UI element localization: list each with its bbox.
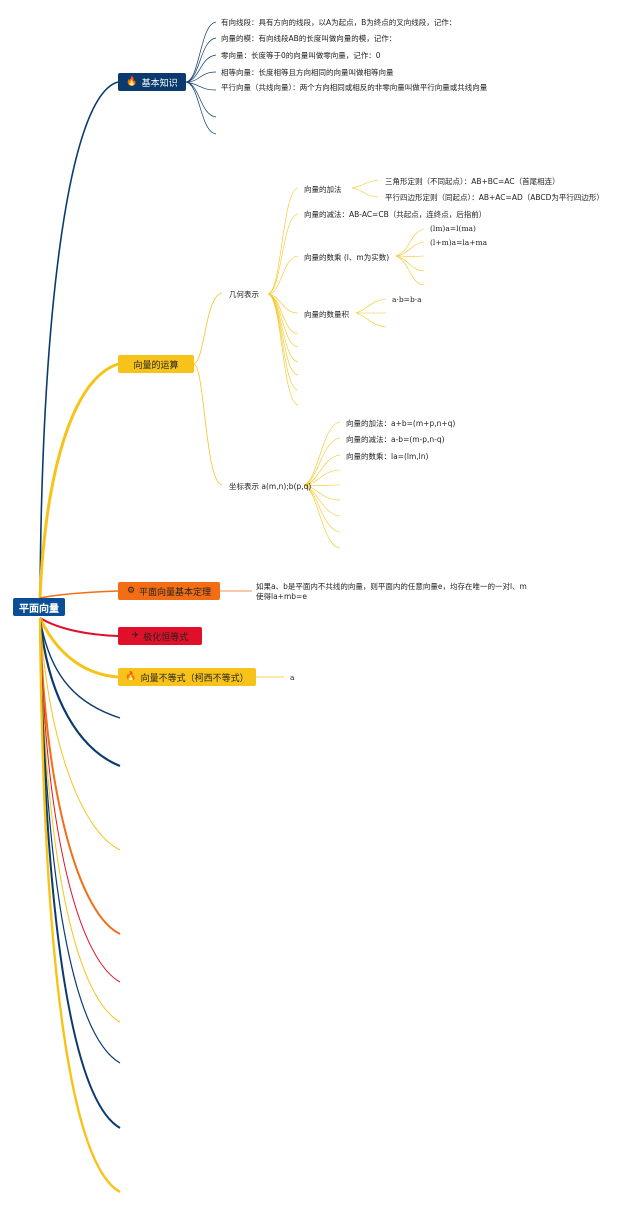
parallelogram-rule[interactable]: 平行四边形定则（同起点）：AB+AC=AD（ABCD为平行四边形） <box>385 193 604 202</box>
theorem-text[interactable]: 如果a、b是平面内不共线的向量，则平面内的任意向量e，均存在唯一的一对l、m使得… <box>256 582 527 601</box>
branch-theorem-label: 平面向量基本定理 <box>139 587 212 598</box>
fire-icon: 🔥 <box>125 671 137 682</box>
connector-operations <box>38 362 119 599</box>
coordinate-addition[interactable]: 向量的加法：a+b=(m+p,n+q) <box>346 419 456 428</box>
branch-inequality-label: 向量不等式（柯西不等式） <box>140 673 249 684</box>
basics-item-equal-vectors[interactable]: 相等向量：长度相等且方向相同的向量叫做相等向量 <box>221 68 394 77</box>
paper-plane-icon: ✈ <box>131 630 140 641</box>
connector-theorem <box>39 590 119 599</box>
root-topic[interactable]: 平面向量 <box>13 598 65 616</box>
basics-item-magnitude[interactable]: 向量的模：有向线段AB的长度叫做向量的模，记作： <box>221 34 397 43</box>
connector-inequality <box>38 617 119 679</box>
branch-basics[interactable]: 🔥 基本知识 <box>118 73 186 91</box>
geometry-label[interactable]: 几何表示 <box>229 290 259 299</box>
branch-inequality[interactable]: 🔥 向量不等式（柯西不等式） <box>118 668 256 686</box>
basics-item-zero-vector[interactable]: 零向量：长度等于0的向量叫做零向量，记作：0 <box>221 51 381 60</box>
connector-polarization <box>39 617 119 637</box>
branch-theorem[interactable]: ⚙ 平面向量基本定理 <box>118 582 220 600</box>
gear-icon: ⚙ <box>126 585 136 596</box>
coordinate-subtraction[interactable]: 向量的减法：a-b=(m-p,n-q) <box>346 435 445 444</box>
geometry-addition[interactable]: 向量的加法 <box>304 185 342 194</box>
branch-polarization[interactable]: ✈ 极化恒等式 <box>118 627 202 645</box>
inequality-text[interactable]: a <box>290 673 295 682</box>
coordinate-scalar[interactable]: 向量的数乘：la=(lm,ln) <box>346 452 429 461</box>
connector-basics <box>39 81 119 599</box>
fire-icon: 🔥 <box>126 76 138 87</box>
branch-basics-label: 基本知识 <box>141 78 178 89</box>
basics-item-directed-segment[interactable]: 有向线段：具有方向的线段，以A为起点，B为终点的叉向线段，记作： <box>221 18 457 27</box>
geometry-subtraction[interactable]: 向量的减法：AB-AC=CB（共起点，连终点，后指前） <box>304 210 487 219</box>
scalar-rule-associative[interactable]: (lm)a=l(ma) <box>430 224 476 233</box>
dot-rule-commutative[interactable]: a·b=b·a <box>392 295 422 304</box>
branch-operations-label: 向量的运算 <box>133 360 179 371</box>
branch-polarization-label: 极化恒等式 <box>143 632 189 643</box>
branch-operations[interactable]: 向量的运算 <box>118 355 194 373</box>
scalar-rule-distributive[interactable]: (l+m)a=la+ma <box>430 238 488 247</box>
triangle-rule[interactable]: 三角形定则（不同起点）：AB+BC=AC（首尾相连） <box>385 177 560 186</box>
coordinate-label[interactable]: 坐标表示 a(m,n);b(p,q) <box>229 482 312 491</box>
geometry-scalar-mult[interactable]: 向量的数乘 (l、m为实数) <box>304 253 390 262</box>
basics-item-parallel-vectors[interactable]: 平行向量（共线向量）：两个方向相同或相反的非零向量叫做平行向量或共线向量 <box>221 83 488 92</box>
geometry-dot-product[interactable]: 向量的数量积 <box>304 310 349 319</box>
